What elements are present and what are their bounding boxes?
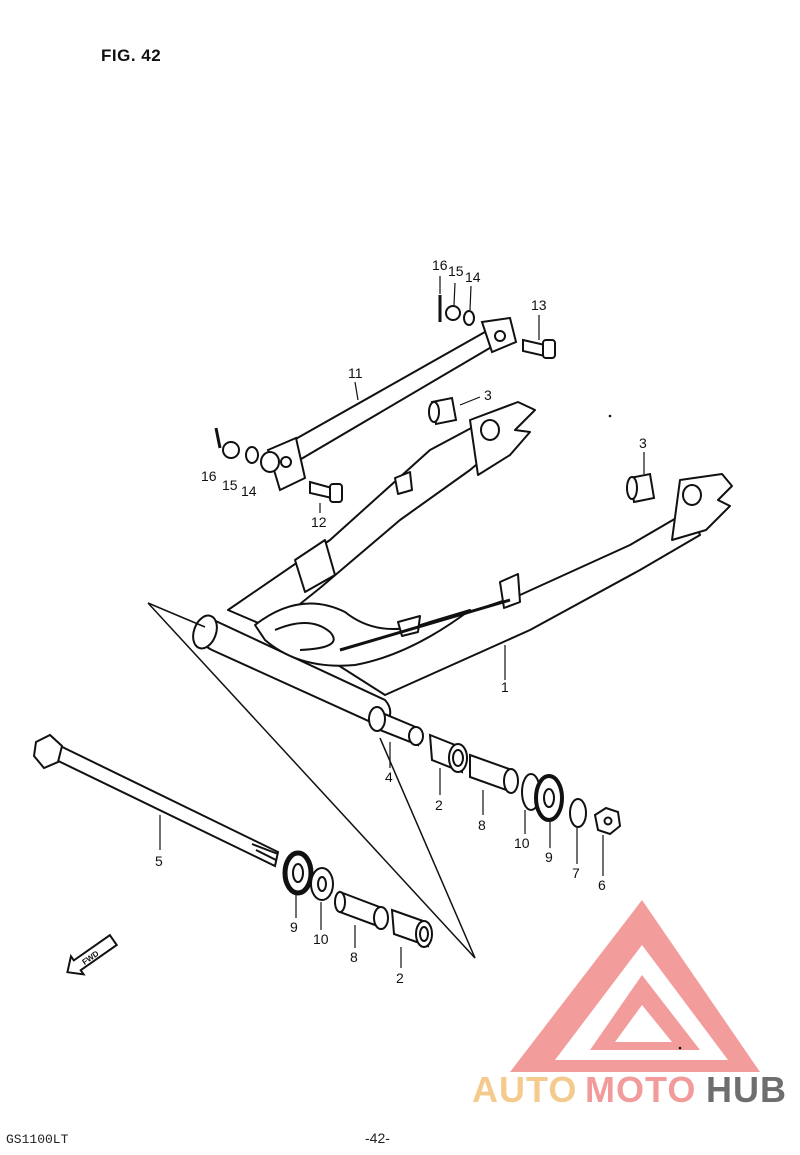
callout-2-right: 2 (435, 797, 443, 813)
watermark-text-hub: HUB (706, 1069, 787, 1110)
leader-11 (354, 381, 359, 401)
callout-8-left: 8 (350, 949, 358, 965)
left-fork-end (469, 401, 536, 476)
right-fork-hole (682, 484, 702, 506)
leader-3a (459, 396, 481, 406)
callout-15-upper: 15 (448, 263, 464, 279)
watermark-triangle-hole (615, 1005, 672, 1042)
callout-7: 7 (572, 865, 580, 881)
stray-dot (608, 414, 612, 418)
torque-rod (266, 316, 518, 492)
callout-9-left: 9 (290, 919, 298, 935)
castle-nut-15-lower (222, 441, 240, 459)
swingarm-body (192, 401, 733, 729)
guide-line-diagonal (147, 602, 476, 959)
bolt-12 (309, 480, 333, 500)
footer-model-code: GS1100LT (6, 1132, 69, 1147)
washer-10-left-inner (317, 876, 327, 892)
callout-11: 11 (348, 365, 363, 381)
callout-5: 5 (155, 853, 163, 869)
leader-15a (453, 282, 456, 306)
watermark-text-moto: MOTO (585, 1069, 696, 1110)
guide-line-right (379, 737, 476, 959)
pivot-shaft (32, 733, 280, 868)
arm-edge-line (339, 598, 511, 652)
left-fork-hole (480, 419, 500, 441)
callout-10-right: 10 (514, 835, 530, 851)
pivot-stack-left (282, 850, 433, 948)
hardware-parts (214, 295, 656, 504)
washer-14-lower (245, 446, 259, 464)
mount-tab-right (499, 573, 521, 609)
watermark-logo: AUTO MOTO HUB (472, 900, 787, 1110)
stray-dot-2 (678, 1046, 682, 1050)
footer-page-number: -42- (365, 1130, 390, 1146)
assembly-guide-lines (147, 602, 476, 959)
callout-4: 4 (385, 769, 393, 785)
pivot-stack-right (368, 706, 622, 836)
callout-16-upper: 16 (432, 257, 448, 273)
leader-lines (159, 276, 645, 968)
figure-title: FIG. 42 (101, 46, 162, 65)
seal-9-right-inner (543, 788, 555, 808)
right-fork-end (671, 473, 733, 541)
callout-labels: 16 15 14 13 11 3 3 16 15 14 12 1 4 2 8 1… (155, 257, 647, 986)
pivot-shaft-head (32, 733, 64, 770)
leader-14a (469, 285, 472, 311)
callout-3-right: 3 (639, 435, 647, 451)
mount-tab-left (394, 471, 413, 495)
watermark-text-auto: AUTO (472, 1069, 577, 1110)
left-shock-bracket (294, 539, 336, 593)
callout-2-left: 2 (396, 970, 404, 986)
cotter-pin-16-lower (214, 427, 222, 449)
washer-14-upper (463, 310, 475, 326)
torque-rod-rear-hole (494, 330, 506, 342)
bolt-12-head (329, 483, 343, 503)
callout-14-lower: 14 (241, 483, 257, 499)
callout-13: 13 (531, 297, 547, 313)
callout-6: 6 (598, 877, 606, 893)
pivot-shaft-thread (251, 843, 279, 861)
fwd-arrow-shape (66, 933, 119, 976)
nut-6-hole (603, 816, 613, 826)
bushing-8-left-start (334, 891, 346, 913)
brace-detail (274, 622, 335, 651)
bolt-13-head (542, 339, 556, 359)
bushing-8-left-face (373, 906, 389, 930)
torque-rod-front-hole (280, 456, 292, 468)
bushing-3-right-end (626, 476, 638, 500)
callout-14-upper: 14 (465, 269, 481, 285)
fwd-arrow: FWD (66, 933, 119, 976)
needle-bearing-2-left-inner (419, 926, 429, 942)
washer-lower-extra (260, 451, 280, 473)
callout-9-right: 9 (545, 849, 553, 865)
washer-7 (569, 798, 587, 828)
callout-12: 12 (311, 514, 327, 530)
callout-16-lower: 16 (201, 468, 217, 484)
bushing-3-left-end (428, 401, 440, 423)
callout-10-left: 10 (313, 931, 329, 947)
spacer-4-start (368, 706, 386, 732)
callout-15-lower: 15 (222, 477, 238, 493)
bushing-8-right-face (503, 768, 519, 794)
guide-line-top (147, 602, 206, 628)
spacer-4-end (408, 726, 424, 746)
callout-8-right: 8 (478, 817, 486, 833)
castle-nut-15-upper (445, 305, 461, 321)
needle-bearing-2-right-inner (452, 749, 464, 767)
callout-1: 1 (501, 679, 509, 695)
seal-9-left-inner (292, 863, 304, 883)
pivot-shaft-body (46, 740, 280, 868)
callout-3-left: 3 (484, 387, 492, 403)
bolt-13 (522, 338, 546, 358)
